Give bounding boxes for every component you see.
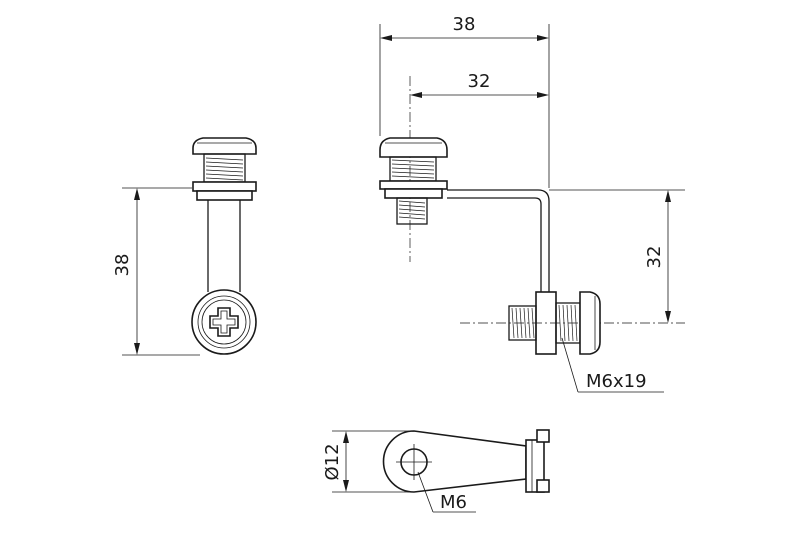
dimension-top-32: 32 (410, 71, 549, 98)
dim-label-right-height: 32 (644, 246, 665, 269)
dim-label-side-height: 38 (112, 254, 133, 277)
dim-label-top-outer: 38 (453, 14, 476, 35)
dimension-diameter-12: Ø12 (322, 430, 414, 493)
dimension-top-38: 38 (379, 14, 550, 188)
label-thread-spec: M6x19 (586, 371, 647, 392)
dimension-right-32: 32 (549, 189, 685, 323)
dimension-left-38: 38 (112, 187, 200, 356)
dim-label-top-inner: 32 (468, 71, 491, 92)
side-view: M6x19 (379, 76, 685, 393)
dim-label-diameter: Ø12 (322, 443, 343, 480)
label-hole-thread: M6 (440, 492, 467, 513)
front-view (191, 137, 257, 355)
top-view: M6 (382, 429, 550, 513)
